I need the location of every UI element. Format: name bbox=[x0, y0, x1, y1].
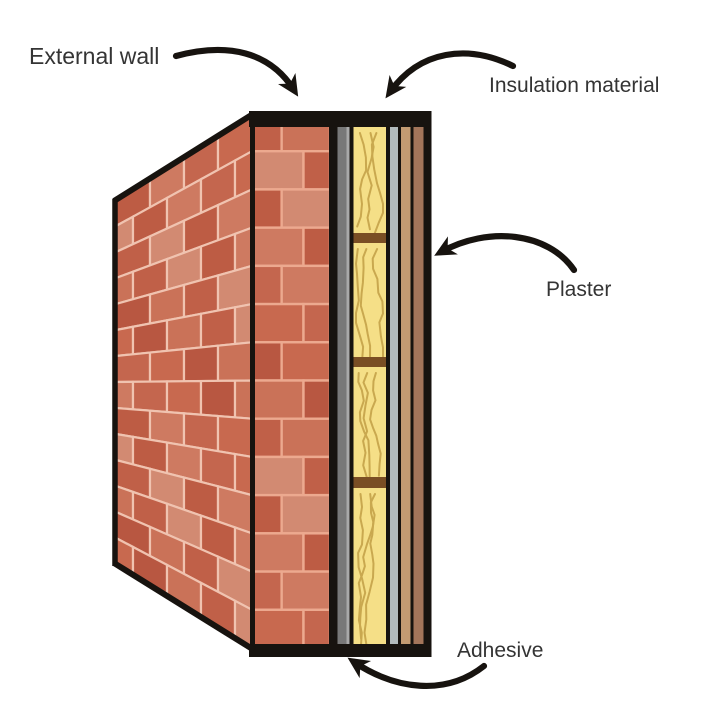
external-wall-label: External wall bbox=[29, 43, 159, 69]
brick bbox=[216, 341, 254, 382]
brick bbox=[280, 570, 332, 611]
insulation-texture bbox=[355, 132, 384, 647]
adhesive-arrow bbox=[347, 657, 488, 690]
brick bbox=[250, 341, 283, 382]
insulation-squiggle bbox=[363, 493, 376, 646]
insulation-squiggle bbox=[370, 132, 384, 236]
brick-face-front bbox=[250, 111, 332, 650]
adhesive-label: Adhesive bbox=[457, 639, 543, 662]
stack-top-edge bbox=[249, 111, 432, 127]
brick bbox=[302, 379, 332, 420]
layer-separator bbox=[349, 120, 354, 650]
plaster-tan-layer bbox=[401, 120, 411, 650]
brick bbox=[250, 417, 283, 459]
insulation-label: Insulation material bbox=[489, 74, 659, 97]
brick bbox=[233, 379, 254, 420]
brick bbox=[250, 532, 305, 573]
brick bbox=[250, 302, 305, 344]
brick bbox=[131, 318, 169, 356]
insulation-divider bbox=[353, 357, 386, 367]
brick bbox=[302, 608, 332, 650]
adhesive-layer bbox=[337, 120, 347, 650]
brick bbox=[114, 351, 152, 384]
plaster-arrow bbox=[434, 233, 578, 274]
brick bbox=[250, 226, 305, 268]
plaster-label: Plaster bbox=[546, 278, 611, 301]
brick bbox=[280, 493, 332, 535]
base-coat-layer bbox=[390, 120, 398, 650]
brick bbox=[165, 379, 203, 416]
brick bbox=[148, 347, 186, 383]
insulation-squiggle bbox=[357, 493, 376, 647]
brick bbox=[302, 455, 332, 497]
insulation-squiggle bbox=[359, 248, 372, 360]
brick bbox=[233, 452, 254, 497]
brick bbox=[250, 379, 305, 420]
brick bbox=[302, 226, 332, 268]
insulation-squiggle bbox=[371, 248, 384, 361]
layer-separator bbox=[386, 120, 390, 650]
wall-layer-separator bbox=[329, 113, 338, 649]
brick bbox=[302, 150, 332, 191]
brick bbox=[114, 380, 135, 411]
adhesive-layer-highlight bbox=[346, 120, 350, 650]
brick bbox=[250, 264, 283, 306]
brick bbox=[280, 264, 332, 306]
brick bbox=[114, 325, 135, 358]
stack-bottom-edge bbox=[249, 644, 432, 657]
brick bbox=[250, 608, 305, 650]
insulation-divider bbox=[353, 477, 386, 488]
brick bbox=[165, 312, 203, 353]
insulation-squiggle bbox=[357, 493, 367, 640]
wall-ridge-edge bbox=[112, 111, 255, 204]
insulation-squiggle bbox=[357, 372, 371, 480]
brick bbox=[131, 380, 169, 414]
insulation-squiggle bbox=[355, 248, 365, 358]
brick bbox=[233, 226, 254, 273]
insulation-squiggle bbox=[362, 372, 369, 480]
wall-corner-edge bbox=[250, 112, 255, 649]
brick bbox=[302, 302, 332, 344]
brick bbox=[216, 414, 254, 459]
brick bbox=[250, 570, 283, 611]
brick bbox=[199, 379, 237, 419]
brick bbox=[250, 150, 305, 191]
brick bbox=[182, 344, 220, 383]
layer-separator bbox=[410, 120, 414, 650]
layer-separator bbox=[398, 120, 401, 650]
external-wall-arrow bbox=[172, 46, 299, 97]
brick bbox=[280, 417, 332, 459]
insulation-squiggle bbox=[356, 132, 368, 228]
brick bbox=[233, 302, 254, 346]
insulation-arrow bbox=[385, 50, 517, 99]
brick bbox=[250, 493, 283, 535]
plaster-brown-layer bbox=[413, 120, 424, 650]
wall-bottom-edge bbox=[112, 560, 256, 653]
brick bbox=[250, 455, 305, 497]
insulation-divider bbox=[353, 233, 386, 243]
brick bbox=[302, 532, 332, 573]
brick-face-angled bbox=[114, 110, 254, 650]
insulation-squiggle bbox=[369, 372, 382, 477]
brick bbox=[280, 188, 332, 229]
stack-right-border bbox=[423, 113, 432, 653]
brick bbox=[199, 305, 237, 349]
brick bbox=[250, 188, 283, 229]
brick bbox=[280, 341, 332, 382]
